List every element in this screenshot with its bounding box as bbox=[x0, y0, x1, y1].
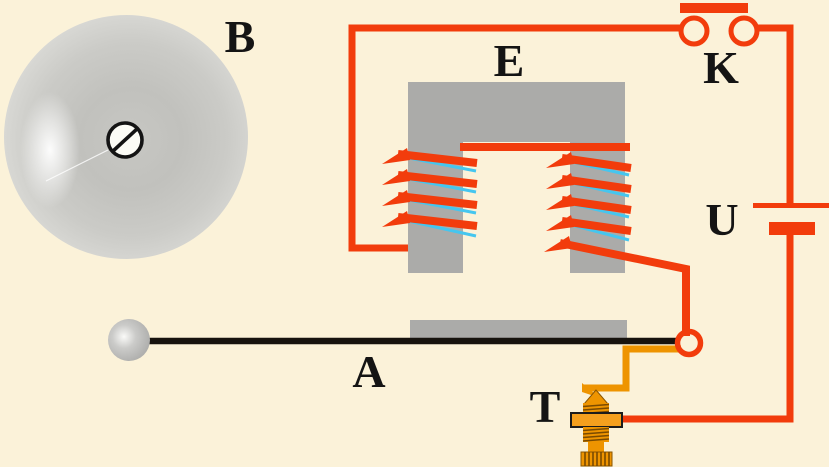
hammer-ball bbox=[108, 319, 150, 361]
switch-label: K bbox=[703, 42, 739, 93]
wire-left-top bbox=[348, 24, 683, 252]
circuit-wires bbox=[348, 24, 794, 423]
coil-exit-wire bbox=[544, 236, 690, 336]
bell-center-screw bbox=[106, 121, 144, 159]
coil-turn bbox=[382, 211, 478, 230]
battery-plate-long bbox=[753, 203, 829, 208]
switch-bar bbox=[680, 3, 748, 13]
bell-highlight bbox=[20, 92, 80, 208]
armature bbox=[108, 319, 677, 361]
battery-label: U bbox=[705, 194, 738, 245]
battery-plate-short bbox=[769, 222, 815, 235]
armature-label: A bbox=[352, 346, 385, 397]
battery bbox=[753, 203, 829, 235]
coil-right bbox=[544, 152, 690, 336]
switch bbox=[678, 3, 760, 47]
screw-lower-threads bbox=[582, 427, 610, 442]
wire-switch-to-battery bbox=[755, 24, 794, 203]
coil-turn bbox=[546, 215, 632, 235]
screw-bracket bbox=[570, 412, 623, 428]
coil-turn bbox=[382, 148, 478, 167]
screw-knurled-knob bbox=[580, 451, 613, 467]
bell-label: B bbox=[225, 11, 256, 62]
coil-turn bbox=[546, 173, 632, 193]
armature-iron-bar bbox=[410, 320, 627, 338]
coil-turn bbox=[546, 194, 632, 214]
coil-left bbox=[382, 148, 478, 238]
coil-turn bbox=[546, 152, 632, 172]
coil-turn bbox=[382, 190, 478, 209]
bell-gong bbox=[4, 15, 248, 259]
screw-shaft bbox=[588, 442, 604, 453]
switch-terminal-right bbox=[728, 15, 760, 47]
contact-screw-label: T bbox=[530, 381, 561, 432]
armature-contact-ring bbox=[674, 328, 704, 358]
coil-turn bbox=[382, 169, 478, 188]
electromagnet-label: E bbox=[494, 35, 525, 86]
bell-highlight-line bbox=[45, 149, 109, 182]
switch-terminal-left bbox=[678, 15, 710, 47]
wire-battery-to-contact bbox=[621, 235, 794, 423]
contact-screw-assembly bbox=[570, 389, 623, 467]
core-top-bar bbox=[408, 82, 625, 142]
